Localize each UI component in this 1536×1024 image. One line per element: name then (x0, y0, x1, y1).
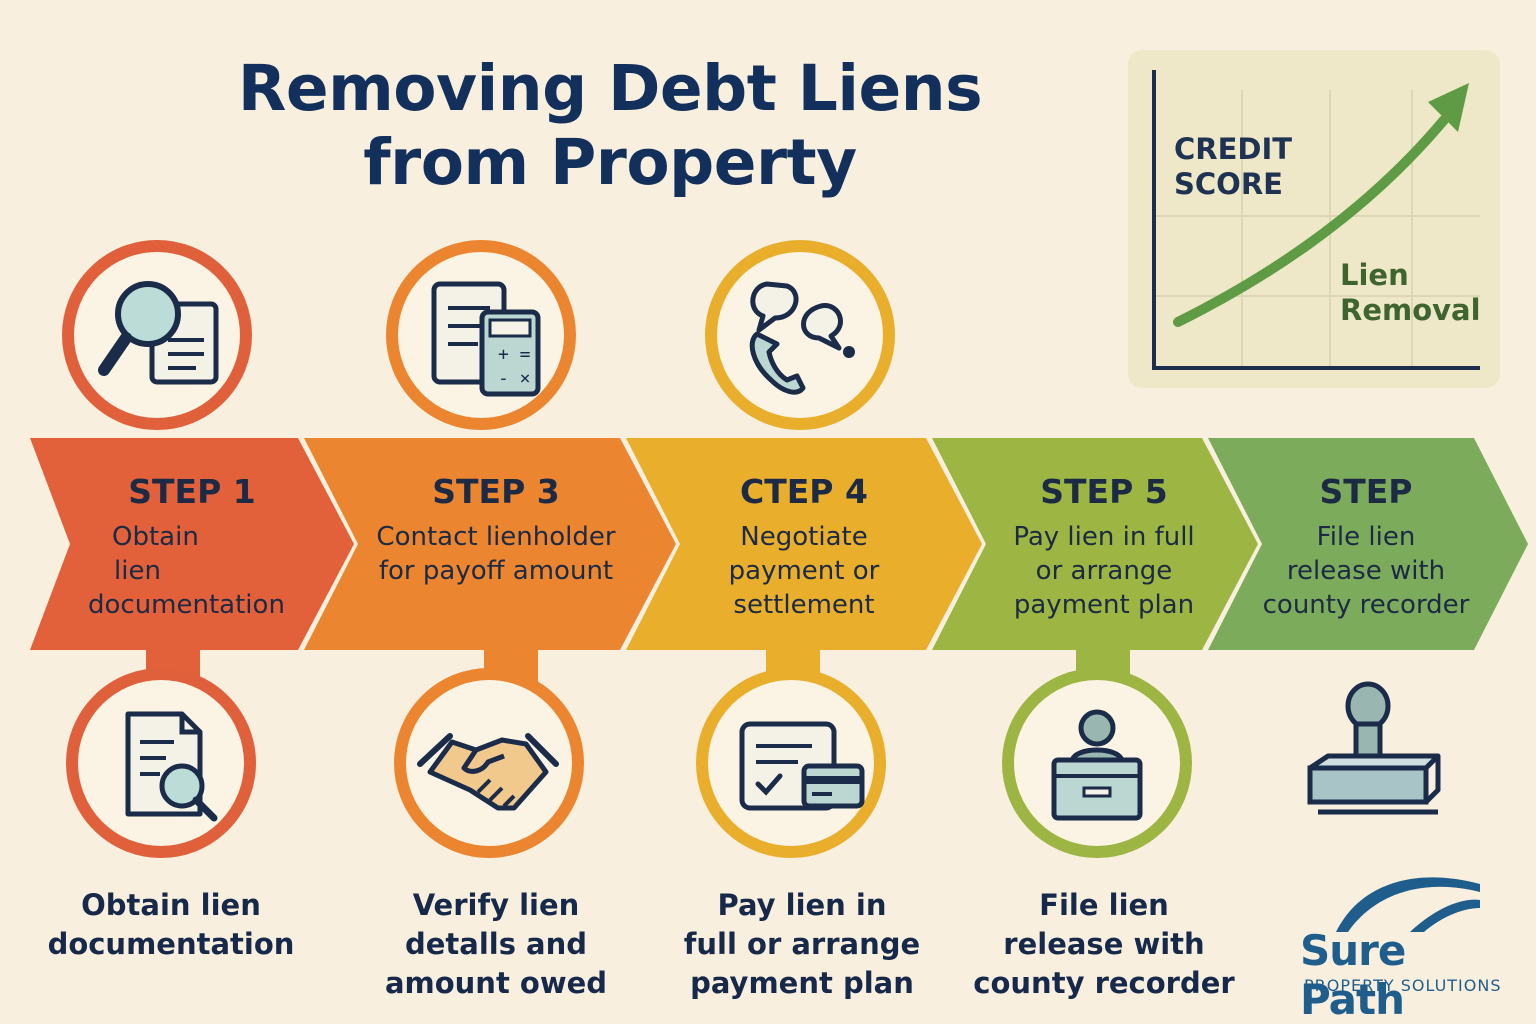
step-5-body: File lien release with county recorder (1246, 520, 1486, 622)
credit-score-chart: CREDIT SCORE Lien Removal (1128, 50, 1500, 388)
logo-swoosh-icon (1336, 877, 1480, 932)
svg-text:- ×: - × (498, 368, 531, 389)
caption-step-4-line-2: release with (1003, 927, 1205, 961)
bottom-circle-step-4 (1002, 668, 1192, 858)
caption-step-1-line-1: Obtain lien (81, 888, 261, 922)
caption-step-4-line-1: File lien (1039, 888, 1169, 922)
step-5-text: STEP File lien release with county recor… (1246, 472, 1486, 622)
handshake-icon (417, 733, 559, 811)
arrow-step-2 (304, 438, 676, 650)
stamp-icon (1307, 681, 1441, 815)
phone-chat-icon (749, 281, 855, 395)
credit-trend-line (1173, 115, 1449, 327)
step-1-title: STEP 1 (128, 472, 256, 511)
caption-step-3-line-3: payment plan (690, 966, 914, 1000)
caption-step-1: Obtain lien documentation (40, 886, 302, 964)
caption-step-2-line-3: amount owed (384, 966, 608, 1000)
arrow-step-4 (932, 438, 1258, 650)
step-3-body-line-3: settlement (733, 590, 875, 620)
arrow-step-5 (1208, 438, 1528, 650)
caption-step-3-line-1: Pay lien in (717, 888, 887, 922)
bottom-circle-step-1 (66, 668, 256, 858)
lien-label-line-1: Lien (1340, 258, 1409, 292)
step-3-body: Negotiate payment or settlement (684, 520, 924, 622)
bottom-circle-step-3 (696, 668, 886, 858)
step-4-body-line-2: or arrange (1035, 556, 1173, 586)
credit-label-line-2: SCORE (1174, 167, 1283, 201)
step-2-body-line-2: for payoff amount (378, 556, 614, 586)
trend-arrowhead (1428, 83, 1469, 132)
step-2-body-line-1: Contact lienholder (376, 522, 616, 552)
svg-text:+ =: + = (498, 344, 531, 365)
caption-step-4: File lien release with county recorder (968, 886, 1240, 1003)
document-search-icon (125, 711, 218, 822)
credit-label-line-1: CREDIT (1174, 132, 1293, 166)
step-1-body: Obtain lien documentation (72, 520, 312, 622)
step-3-title: CTEP 4 (740, 472, 868, 511)
step-5-title: STEP (1319, 472, 1413, 511)
step-4-body-line-3: payment plan (1013, 590, 1195, 620)
lien-removal-label: Lien Removal (1340, 258, 1481, 328)
bottom-circle-step-2 (394, 668, 584, 858)
logo-tagline: PROPERTY SOLUTIONS (1304, 976, 1502, 995)
step-4-text: STEP 5 Pay lien in full or arrange payme… (986, 472, 1222, 622)
caption-step-4-line-3: county recorder (973, 966, 1235, 1000)
top-circle-step-2: + = - × (386, 240, 576, 430)
step-4-title: STEP 5 (1040, 472, 1168, 511)
caption-step-1-line-2: documentation (47, 927, 295, 961)
step-3-text: CTEP 4 Negotiate payment or settlement (684, 472, 924, 622)
magnifier-document-icon (98, 281, 219, 385)
step-1-body-line-1: Obtain (112, 522, 199, 552)
county-recorder-icon (1051, 709, 1143, 821)
arrow-step-3 (626, 438, 982, 650)
credit-score-label: CREDIT SCORE (1174, 132, 1292, 202)
caption-step-2-line-1: Verify lien (412, 888, 580, 922)
step-1-body-line-2: lien (114, 556, 161, 586)
step-1-body-line-3: documentation (88, 590, 285, 620)
calculator-invoice-icon: + = - × (431, 281, 541, 397)
caption-step-2: Verify lien detalls and amount owed (370, 886, 622, 1003)
step-2-body: Contact lienholder for payoff amount (362, 520, 630, 588)
logo-name: Sure Path (1300, 926, 1406, 1024)
arrow-step-1 (30, 438, 354, 650)
step-4-body: Pay lien in full or arrange payment plan (986, 520, 1222, 622)
step-1-text: STEP 1 Obtain lien documentation (72, 472, 312, 622)
step-3-body-line-2: payment or (728, 556, 880, 586)
credit-score-chart-graphic (1152, 70, 1480, 370)
payment-card-icon (739, 721, 865, 811)
title-line-1: Removing Debt Liens (237, 52, 983, 125)
step-2-title: STEP 3 (432, 472, 560, 511)
step-3-body-line-1: Negotiate (740, 522, 868, 552)
caption-step-3: Pay lien in full or arrange payment plan (676, 886, 928, 1003)
page-title: Removing Debt Liens from Property (190, 52, 1030, 200)
title-line-2: from Property (363, 126, 857, 199)
step-2-text: STEP 3 Contact lienholder for payoff amo… (362, 472, 630, 588)
step-4-body-line-1: Pay lien in full (1013, 522, 1195, 552)
step-5-body-line-1: File lien (1316, 522, 1416, 552)
caption-step-3-line-2: full or arrange (683, 927, 921, 961)
company-logo: Sure Path PROPERTY SOLUTIONS (1290, 870, 1512, 1024)
step-5-body-line-2: release with (1286, 556, 1446, 586)
step-5-body-line-3: county recorder (1262, 590, 1470, 620)
lien-label-line-2: Removal (1340, 293, 1481, 327)
caption-step-2-line-2: detalls and (404, 927, 588, 961)
